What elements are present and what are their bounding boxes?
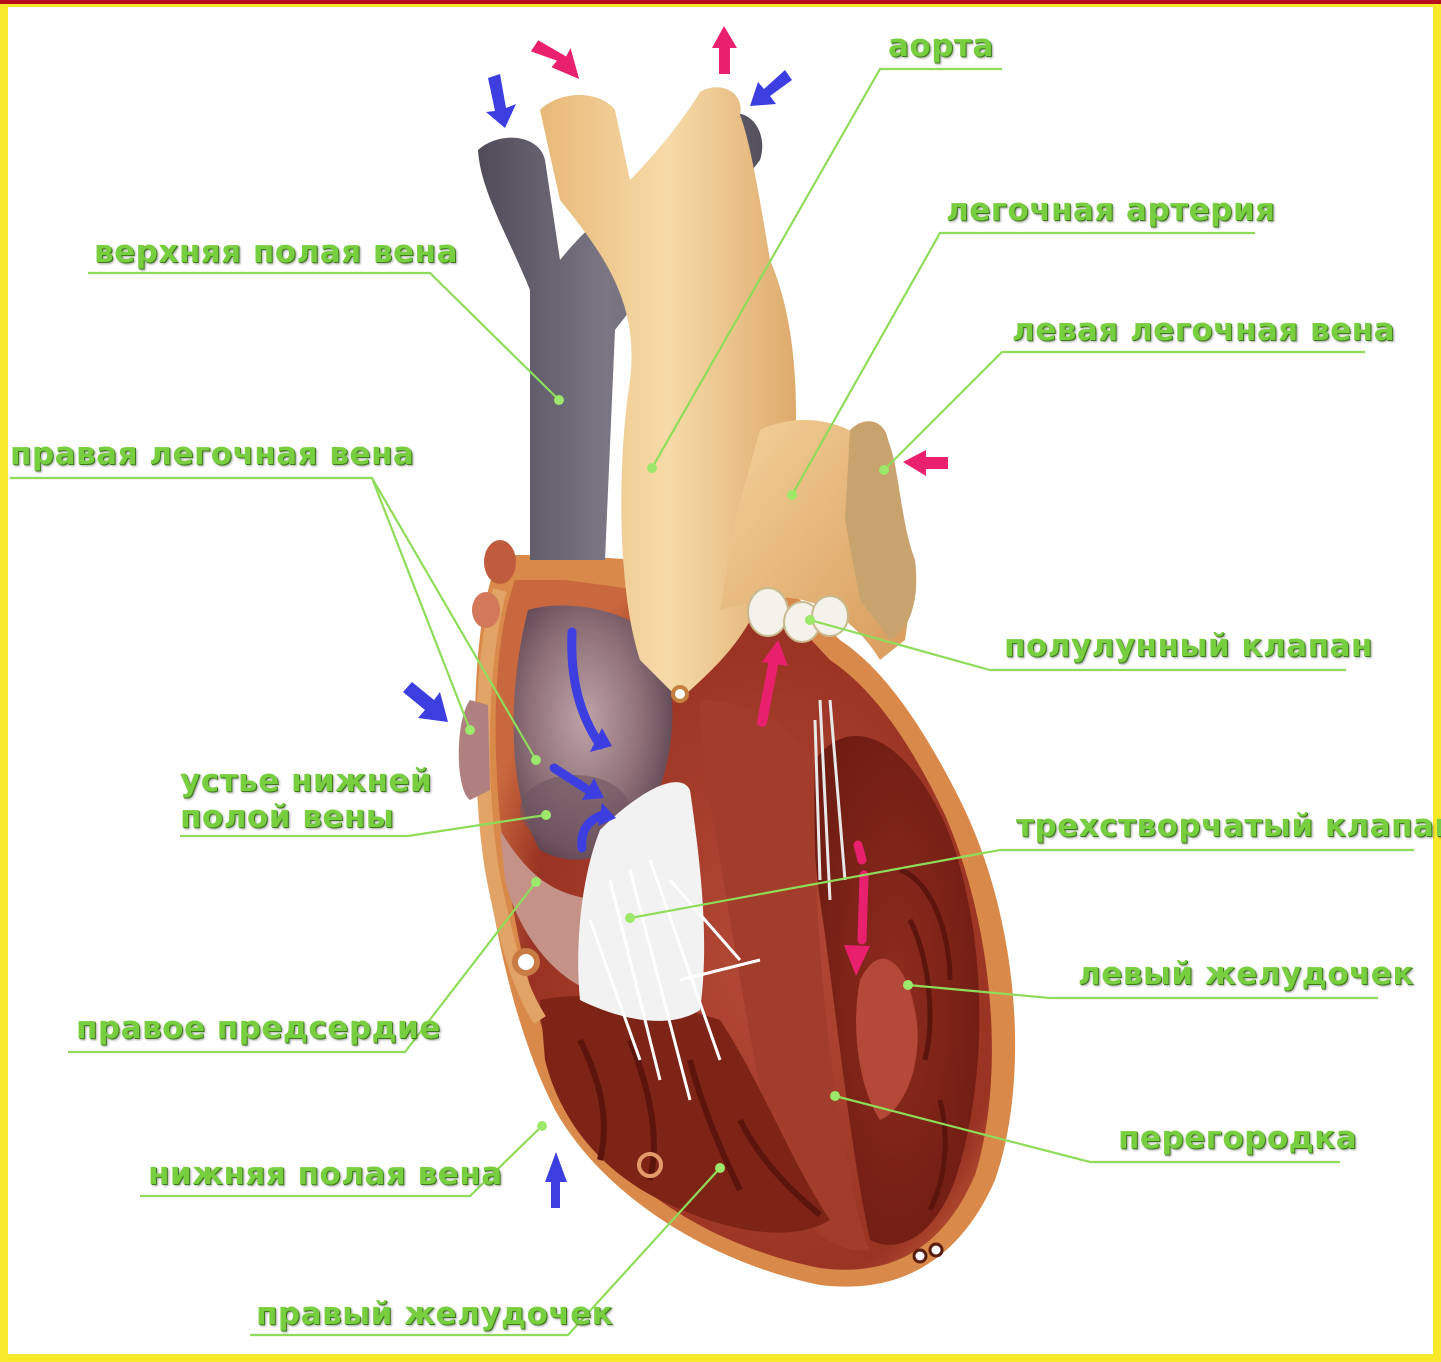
arrow-deoxygenated-blood-icon (486, 74, 516, 128)
leader-line-left-pulmonary-vein (884, 352, 1365, 470)
label-right-atrium: правое предсердие (76, 1012, 441, 1044)
arrow-oxygenated-blood-icon (712, 26, 737, 74)
leader-dot-left-pulmonary-vein (879, 465, 889, 475)
arrow-deoxygenated-blood-icon (403, 682, 448, 722)
label-inferior-vena-cava: нижняя полая вена (148, 1158, 503, 1190)
coronary-vessel-apex2 (930, 1244, 942, 1256)
aortic-root-vessel (673, 687, 687, 701)
arrow-deoxygenated-blood-icon (750, 70, 792, 106)
label-semilunar-valve: полулунный клапан (1004, 630, 1373, 662)
leader-dot-left-ventricle (903, 980, 913, 990)
label-right-pulmonary-vein: правая легочная вена (10, 438, 414, 470)
label-superior-vena-cava: верхняя полая вена (94, 236, 458, 268)
leader-dot-semilunar-valve (805, 615, 815, 625)
label-aorta: аорта (888, 30, 994, 62)
right-pulmonary-vein-upper (484, 540, 516, 584)
label-left-pulmonary-vein: левая легочная вена (1012, 314, 1395, 346)
label-ivc-orifice-line1: устье нижней (180, 764, 432, 798)
heart-illustration (459, 87, 1015, 1286)
leader-dot-ivc-orifice (541, 810, 551, 820)
label-tricuspid-valve: трехстворчатый клапан (1016, 810, 1441, 842)
label-septum: перегородка (1118, 1122, 1357, 1154)
label-left-ventricle: левый желудочек (1078, 958, 1414, 990)
leader-dot-right-pulmonary-vein-a (531, 755, 541, 765)
leader-dot-pulmonary-artery (787, 490, 797, 500)
leader-dot-tricuspid-valve (625, 913, 635, 923)
leader-dot-right-pulmonary-vein-b (465, 725, 475, 735)
semilunar-valve-cusp1 (748, 588, 788, 636)
arrow-deoxygenated-blood-icon (545, 1152, 567, 1208)
coronary-vessel-ra (515, 951, 537, 973)
leader-dot-aorta (647, 463, 657, 473)
arrow-oxygenated-blood-icon (903, 450, 948, 476)
leader-dot-septum (830, 1091, 840, 1101)
leader-dot-right-atrium (531, 877, 541, 887)
label-right-ventricle: правый желудочек (256, 1298, 613, 1330)
arrow-oxygenated-blood-icon (528, 28, 586, 93)
leader-dot-right-ventricle (715, 1163, 725, 1173)
label-pulmonary-artery: легочная артерия (946, 194, 1275, 226)
leader-dot-inferior-vena-cava (537, 1121, 547, 1131)
leader-line-right-pulmonary-vein-a (10, 478, 536, 760)
label-ivc-orifice-line2: полой вены (180, 800, 394, 834)
leader-dot-superior-vena-cava (554, 395, 564, 405)
leader-line-superior-vena-cava (88, 273, 559, 400)
coronary-vessel-apex1 (914, 1250, 926, 1262)
right-pulmonary-vein-mid (472, 592, 500, 628)
